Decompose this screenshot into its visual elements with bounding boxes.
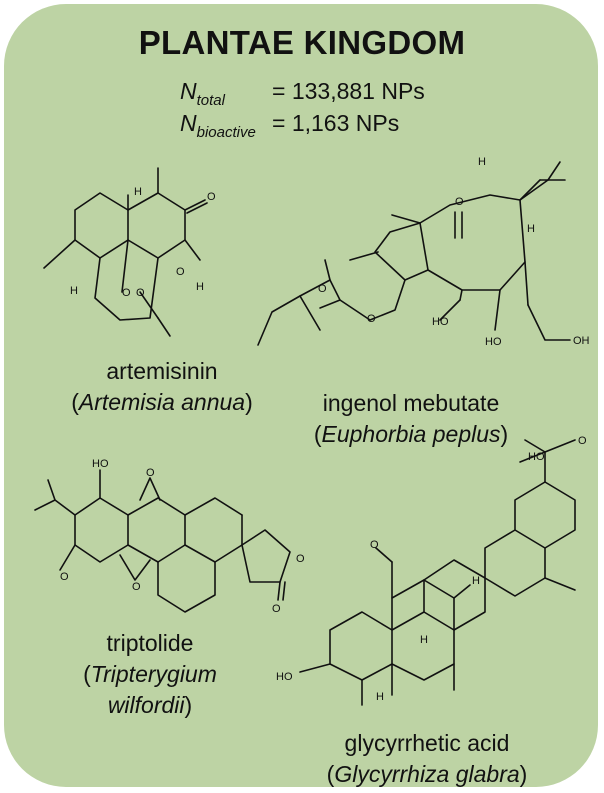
- n-bioactive-line: Nbioactive = 1,163 NPs: [180, 110, 399, 141]
- n-bioactive-subscript: bioactive: [196, 124, 256, 141]
- label-o: O: [370, 539, 379, 551]
- label-o: O: [578, 435, 587, 447]
- artemisinin-structure: [43, 167, 208, 337]
- n-total-value: = 133,881 NPs: [272, 78, 425, 104]
- compound-source-line: (Euphorbia peplus): [313, 421, 509, 447]
- compound-source: Tripterygium: [90, 661, 217, 687]
- compound-source: Artemisia annua: [78, 389, 246, 415]
- label-ho: HO: [92, 458, 109, 470]
- compound-source: Glycyrrhiza glabra: [334, 761, 520, 787]
- caption-triptolide: triptolide (Tripterygium wilfordii): [50, 628, 250, 721]
- label-oh: OH: [573, 335, 590, 347]
- compound-name: artemisinin: [106, 358, 218, 384]
- compound-source: Euphorbia peplus: [321, 421, 501, 447]
- compound-source-line: (Tripterygium: [83, 661, 217, 687]
- label-o: O: [176, 266, 185, 278]
- label-o: O: [132, 581, 141, 593]
- n-total-symbol: N: [180, 78, 197, 104]
- caption-glycyrrhetic-acid: glycyrrhetic acid (Glycyrrhiza glabra): [310, 728, 544, 790]
- n-bioactive-symbol: N: [180, 110, 197, 136]
- label-o: O: [146, 467, 155, 479]
- n-total-subscript: total: [196, 92, 225, 109]
- label-o: O: [207, 191, 216, 203]
- label-h: H: [70, 285, 78, 297]
- label-h: H: [420, 634, 428, 646]
- compound-name: glycyrrhetic acid: [344, 730, 510, 756]
- compound-name: ingenol mebutate: [322, 390, 500, 416]
- triptolide-structure: [34, 469, 291, 613]
- label-o: O: [296, 553, 305, 565]
- atom-labels: O H H O O O H O H H O O HO HO OH HO O O …: [60, 156, 590, 703]
- label-h: H: [134, 186, 142, 198]
- page-title: PLANTAE KINGDOM: [138, 24, 466, 61]
- caption-artemisinin: artemisinin (Artemisia annua): [62, 356, 262, 418]
- label-o: O: [318, 283, 327, 295]
- compound-source: wilfordii: [107, 692, 185, 718]
- label-o: O: [60, 571, 69, 583]
- glycyrrhetic-acid-structure: [299, 439, 576, 706]
- label-o: O: [367, 313, 376, 325]
- label-o: O: [455, 196, 464, 208]
- n-bioactive-value: = 1,163 NPs: [272, 110, 400, 136]
- label-h: H: [472, 575, 480, 587]
- ingenol-mebutate-structure: [257, 161, 571, 346]
- caption-ingenol-mebutate: ingenol mebutate (Euphorbia peplus): [300, 388, 522, 450]
- label-h: H: [196, 281, 204, 293]
- plantae-card: [4, 4, 598, 787]
- label-ho: HO: [432, 316, 449, 328]
- label-ho: HO: [528, 451, 545, 463]
- label-h: H: [376, 691, 384, 703]
- label-h: H: [478, 156, 486, 168]
- label-o: O: [136, 287, 145, 299]
- label-ho: HO: [276, 671, 293, 683]
- label-o: O: [272, 603, 281, 615]
- compound-source-line: wilfordii): [107, 692, 193, 718]
- label-ho: HO: [485, 336, 502, 348]
- compound-source-line: (Artemisia annua): [71, 389, 253, 415]
- label-o: O: [122, 287, 131, 299]
- label-h: H: [527, 223, 535, 235]
- compound-source-line: (Glycyrrhiza glabra): [326, 761, 528, 787]
- n-total-line: Ntotal = 133,881 NPs: [180, 78, 425, 109]
- compound-name: triptolide: [106, 630, 194, 656]
